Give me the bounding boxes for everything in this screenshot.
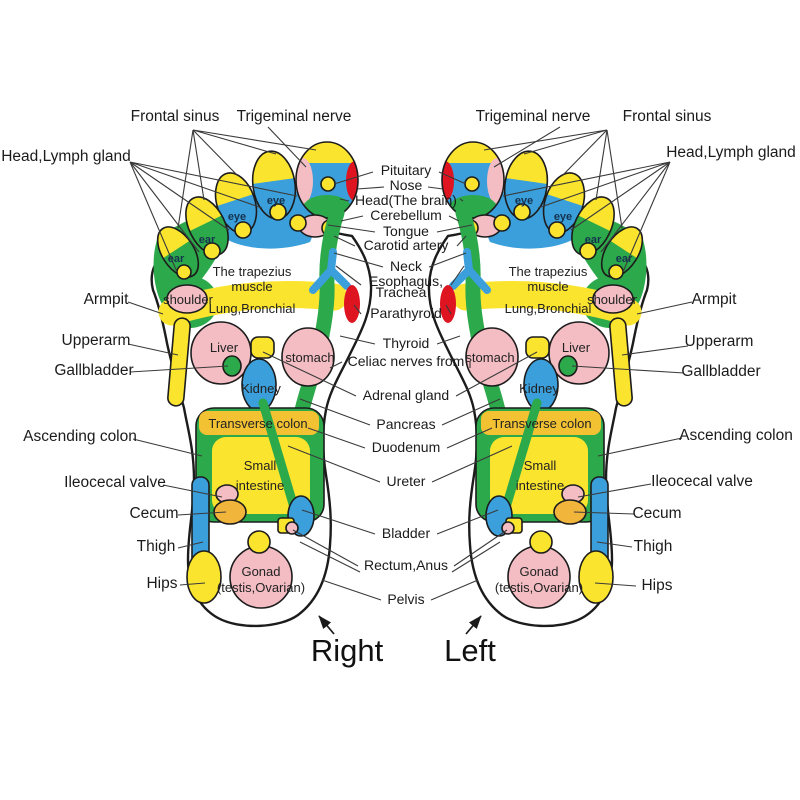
zone-trapezius1-r: The trapezius bbox=[509, 264, 588, 279]
label-rectum-anus: Rectum,Anus bbox=[364, 557, 448, 573]
zone-transverse-r: Transverse colon bbox=[492, 416, 591, 431]
zone-gonad2-l: (testis,Ovarian) bbox=[217, 580, 305, 595]
label-head-lymph-left: Head,Lymph gland bbox=[1, 148, 131, 165]
zone-trapezius2-l: muscle bbox=[231, 279, 272, 294]
zone-ear-l2: ear bbox=[168, 253, 185, 265]
zone-trapezius2-r: muscle bbox=[527, 279, 568, 294]
label-adrenal: Adrenal gland bbox=[363, 387, 449, 403]
label-frontal-sinus-right: Frontal sinus bbox=[623, 108, 712, 125]
label-armpit-right: Armpit bbox=[692, 291, 737, 308]
label-thyroid: Thyroid bbox=[383, 335, 430, 351]
caption-left-foot: Left bbox=[444, 633, 496, 668]
label-head-brain: Head(The brain) bbox=[355, 192, 457, 208]
caption-right-foot: Right bbox=[311, 633, 384, 668]
label-ascending-colon-left: Ascending colon bbox=[23, 428, 137, 445]
caption-arrows bbox=[318, 615, 482, 635]
label-cecum-left: Cecum bbox=[129, 505, 178, 522]
label-pancreas: Pancreas bbox=[376, 416, 435, 432]
zone-transverse-l: Transverse colon bbox=[208, 416, 307, 431]
zone-shoulder-r: shoulder bbox=[587, 292, 638, 307]
zone-ear-l1: ear bbox=[199, 234, 216, 246]
label-carotid: Carotid artery bbox=[364, 237, 449, 253]
label-hips-right: Hips bbox=[641, 577, 672, 594]
label-thigh-right: Thigh bbox=[634, 538, 673, 555]
zone-shoulder-l: shoulder bbox=[163, 292, 214, 307]
label-upperarm-left: Upperarm bbox=[62, 332, 131, 349]
zone-eye-r2: eye bbox=[554, 211, 572, 223]
zone-lung-r: Lung,Bronchial bbox=[505, 301, 592, 316]
label-trigeminal-left: Trigeminal nerve bbox=[237, 108, 352, 125]
zone-smallint2-l: intestine bbox=[236, 478, 284, 493]
label-gallbladder-right: Gallbladder bbox=[681, 363, 760, 380]
label-head-lymph-right: Head,Lymph gland bbox=[666, 144, 796, 161]
label-neck: Neck bbox=[390, 258, 423, 274]
zone-trapezius1-l: The trapezius bbox=[213, 264, 292, 279]
zone-smallint1-r: Small bbox=[524, 458, 557, 473]
label-gallbladder-left: Gallbladder bbox=[54, 362, 133, 379]
label-esophagus: Esophagus, bbox=[369, 273, 443, 289]
label-pelvis: Pelvis bbox=[387, 591, 424, 607]
label-cerebellum: Cerebellum bbox=[370, 207, 442, 223]
label-cecum-right: Cecum bbox=[632, 505, 681, 522]
labels: Frontal sinus Head,Lymph gland Armpit Up… bbox=[1, 108, 796, 668]
zone-kidney-l: Kidney bbox=[241, 381, 281, 396]
label-armpit-left: Armpit bbox=[84, 291, 129, 308]
label-thigh-left: Thigh bbox=[137, 538, 176, 555]
zone-liver-l: Liver bbox=[210, 340, 239, 355]
zone-ear-r2: ear bbox=[616, 253, 633, 265]
zone-smallint2-r: intestine bbox=[516, 478, 564, 493]
label-upperarm-right: Upperarm bbox=[685, 333, 754, 350]
label-ascending-colon-right: Ascending colon bbox=[679, 427, 793, 444]
zone-gonad1-r: Gonad bbox=[519, 564, 558, 579]
label-trigeminal-right: Trigeminal nerve bbox=[476, 108, 591, 125]
zone-eye-l2: eye bbox=[228, 211, 246, 223]
zone-stomach-r: stomach bbox=[465, 350, 514, 365]
zone-smallint1-l: Small bbox=[244, 458, 277, 473]
label-ureter: Ureter bbox=[387, 473, 426, 489]
label-frontal-sinus-left: Frontal sinus bbox=[131, 108, 220, 125]
zone-gonad1-l: Gonad bbox=[241, 564, 280, 579]
label-tongue: Tongue bbox=[383, 223, 429, 239]
zone-eye-r1: eye bbox=[515, 195, 533, 207]
label-nose: Nose bbox=[390, 177, 423, 193]
label-celiac: Celiac nerves from bbox=[348, 353, 465, 369]
zone-gonad2-r: (testis,Ovarian) bbox=[495, 580, 583, 595]
label-ileocecal-left: Ileocecal valve bbox=[64, 474, 166, 491]
zone-ear-r1: ear bbox=[585, 234, 602, 246]
label-trachea: Trachea bbox=[376, 284, 427, 300]
zone-eye-l1: eye bbox=[267, 195, 285, 207]
label-bladder: Bladder bbox=[382, 525, 431, 541]
label-duodenum: Duodenum bbox=[372, 439, 441, 455]
zone-kidney-r: Kidney bbox=[519, 381, 559, 396]
zone-liver-r: Liver bbox=[562, 340, 591, 355]
zone-lung-l: Lung,Bronchial bbox=[209, 301, 296, 316]
label-hips-left: Hips bbox=[146, 575, 177, 592]
leader-lines bbox=[127, 126, 693, 601]
label-ileocecal-right: Ileocecal valve bbox=[651, 473, 753, 490]
zone-stomach-l: stomach bbox=[285, 350, 334, 365]
label-parathyroid: Parathyroid bbox=[370, 305, 442, 321]
label-pituitary: Pituitary bbox=[381, 162, 432, 178]
